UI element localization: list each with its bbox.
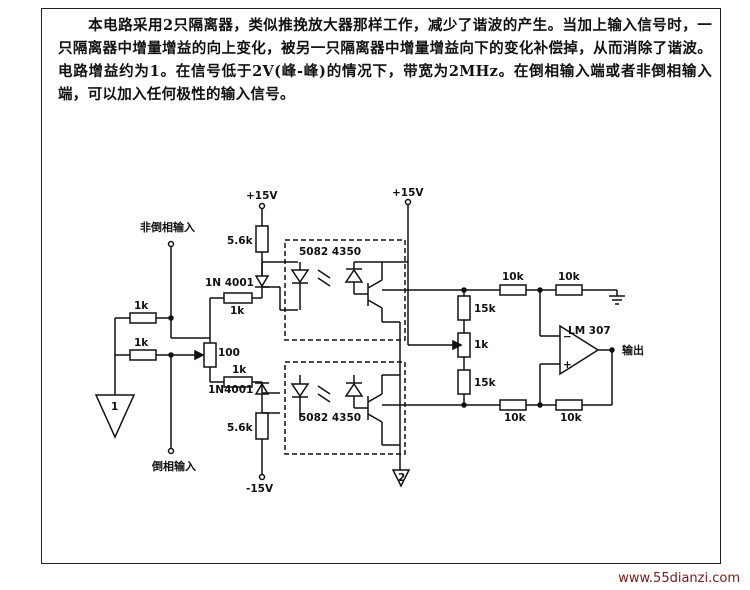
resistor-1k-input-top: [129, 312, 157, 324]
opamp-lm307: [559, 324, 600, 376]
label-pot-100: 100: [218, 347, 240, 359]
label-r-10k-d: 10k: [560, 412, 583, 424]
resistor-1k-diode-top: [223, 292, 253, 304]
label-r-1k-in-bottom: 1k: [134, 337, 149, 349]
description-paragraph: 本电路采用2只隔离器，类似推挽放大器那样工作，减少了谐波的产生。当加上输入信号时…: [58, 14, 712, 106]
label-r-5k6-bottom: 5.6k: [227, 422, 254, 434]
label-r-1k-in-top: 1k: [134, 300, 149, 312]
label-supply-bottom: -15V: [246, 483, 274, 495]
resistor-10k-c: [499, 399, 527, 411]
label-output: 输出: [622, 343, 644, 357]
pot-100: [203, 342, 217, 368]
label-input-noninv: 非倒相输入: [140, 220, 195, 234]
label-iso-top: 5082 4350: [299, 246, 361, 258]
figure-frame: [41, 8, 721, 564]
label-r-5k6-top: 5.6k: [227, 235, 254, 247]
label-source-2: 2: [398, 472, 405, 484]
label-source-1: 1: [111, 401, 118, 413]
svg-text:+: +: [563, 359, 572, 371]
signal-source-1: [94, 394, 136, 439]
resistor-10k-d: [555, 399, 583, 411]
isolator-box-bottom: [284, 361, 406, 455]
label-r-15k-top: 15k: [474, 303, 497, 315]
label-input-inv: 倒相输入: [151, 459, 196, 473]
resistor-5k6-bottom: [255, 412, 269, 440]
resistor-10k-b: [555, 284, 583, 296]
label-supply-top-left: +15V: [246, 190, 278, 202]
resistor-10k-a: [499, 284, 527, 296]
label-supply-top-right: +15V: [392, 187, 424, 199]
description-text: 本电路采用2只隔离器，类似推挽放大器那样工作，减少了谐波的产生。当加上输入信号时…: [58, 17, 712, 103]
resistor-5k6-top: [255, 225, 269, 253]
resistor-15k-top: [457, 295, 471, 321]
signal-source-2: [391, 469, 411, 488]
resistor-15k-bottom: [457, 369, 471, 395]
label-diode-top: 1N 4001: [205, 277, 254, 289]
label-r-1k-diode-top: 1k: [230, 305, 245, 317]
label-pot-1k: 1k: [474, 339, 489, 351]
resistor-1k-input-bottom: [129, 349, 157, 361]
diode-1n4001-top: [254, 275, 270, 288]
label-r-15k-bottom: 15k: [474, 377, 497, 389]
label-r-10k-b: 10k: [558, 271, 581, 283]
label-diode-bottom: 1N4001: [208, 384, 253, 396]
label-r-10k-a: 10k: [502, 271, 525, 283]
watermark: www.55dianzi.com: [618, 571, 740, 586]
label-opamp: LM 307: [568, 325, 611, 337]
svg-text:−: −: [563, 331, 572, 343]
label-r-10k-c: 10k: [504, 412, 527, 424]
label-r-1k-diode-bottom: 1k: [232, 364, 247, 376]
label-iso-bottom: 5082 4350: [299, 412, 361, 424]
